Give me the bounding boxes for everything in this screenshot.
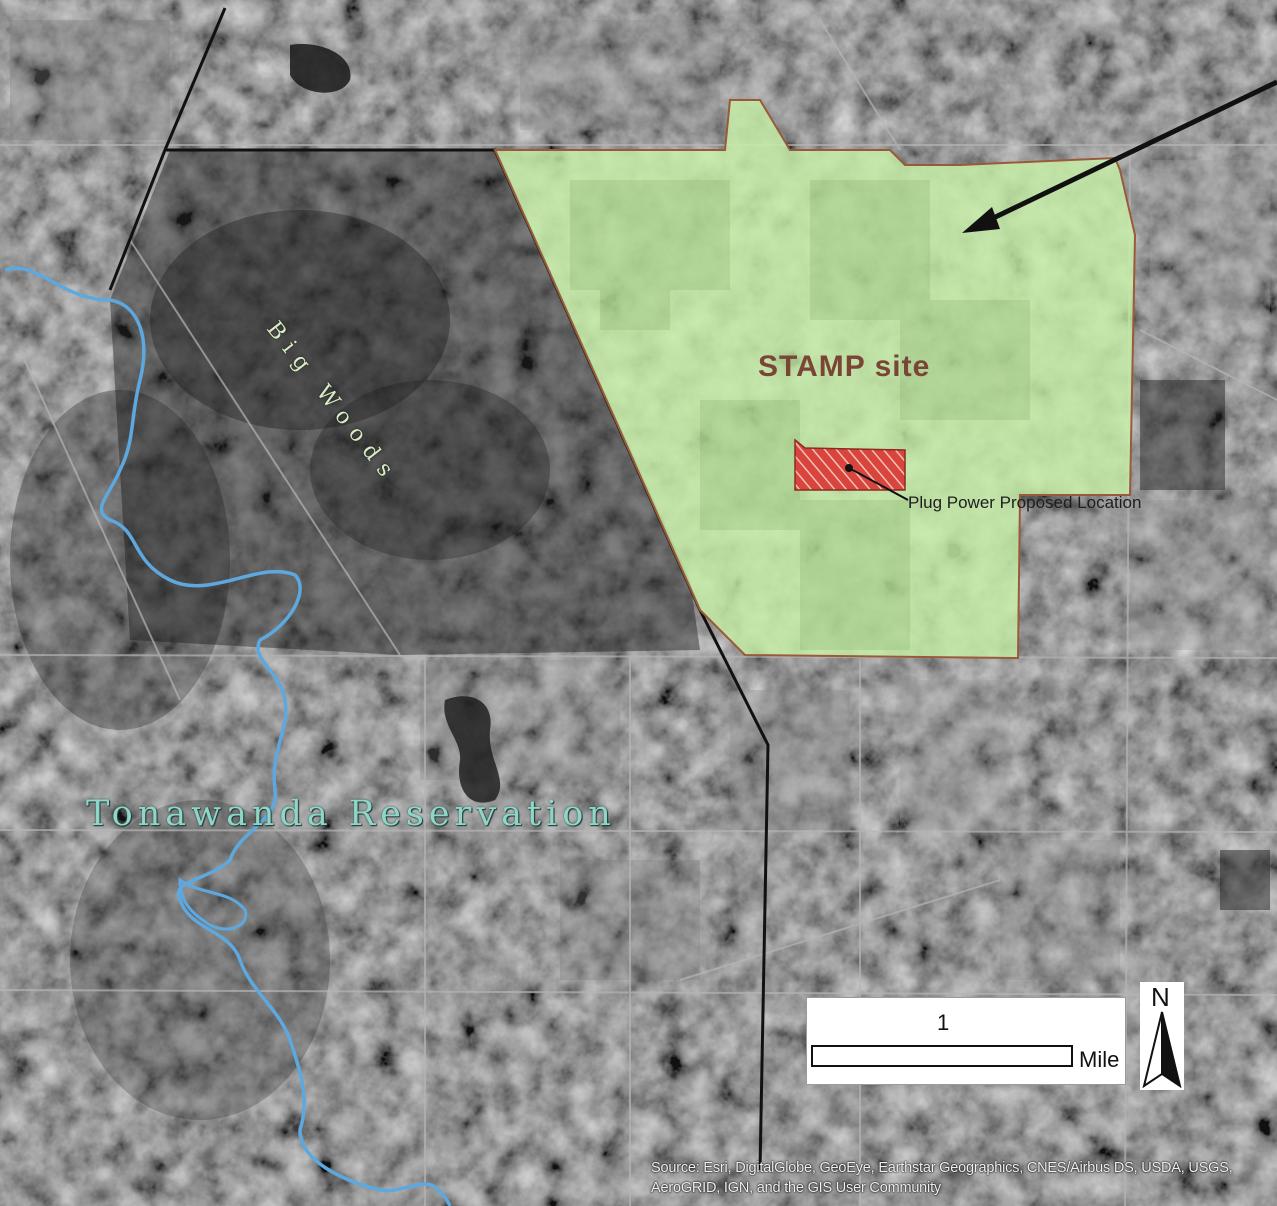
scale-value: 1 bbox=[937, 1010, 950, 1035]
dark-forest-patch bbox=[70, 800, 330, 1120]
stamp-field-shading bbox=[570, 180, 1030, 650]
field-patch bbox=[1000, 840, 1120, 980]
field-patch bbox=[10, 20, 170, 140]
scale-bar bbox=[811, 1045, 1073, 1067]
scale-unit: Mile bbox=[1079, 1047, 1120, 1072]
dark-forest-patch bbox=[150, 210, 450, 430]
tonawanda-creek-branch bbox=[178, 877, 248, 931]
dark-forest-patch bbox=[310, 380, 550, 560]
field-patch bbox=[1140, 380, 1225, 490]
field-patch bbox=[900, 680, 1010, 830]
field-patch bbox=[1220, 850, 1270, 910]
pond bbox=[290, 44, 351, 93]
tonawanda-creek bbox=[4, 266, 452, 1206]
plug-power-leader-line bbox=[848, 467, 909, 501]
stamp-site-label: STAMP site bbox=[758, 350, 931, 383]
big-woods-area bbox=[110, 150, 700, 655]
field-patch bbox=[1130, 500, 1270, 650]
field-patch bbox=[1150, 160, 1270, 320]
reservation-label: Tonawanda Reservation bbox=[86, 794, 616, 834]
imagery-source-credit: Source: Esri, DigitalGlobe, GeoEye, Eart… bbox=[651, 1160, 1233, 1196]
plug-power-label: Plug Power Proposed Location bbox=[908, 493, 1142, 512]
north-label: N bbox=[1151, 982, 1170, 1012]
dark-forest-patch bbox=[10, 390, 230, 730]
scale-bar-panel: 1 Mile bbox=[806, 997, 1126, 1085]
pointer-arrow-icon bbox=[962, 79, 1277, 233]
field-patch bbox=[520, 20, 720, 130]
field-patch bbox=[730, 690, 850, 830]
north-arrow: N bbox=[1140, 982, 1184, 1090]
pond bbox=[444, 696, 501, 803]
north-arrow-icon bbox=[1142, 1011, 1182, 1088]
